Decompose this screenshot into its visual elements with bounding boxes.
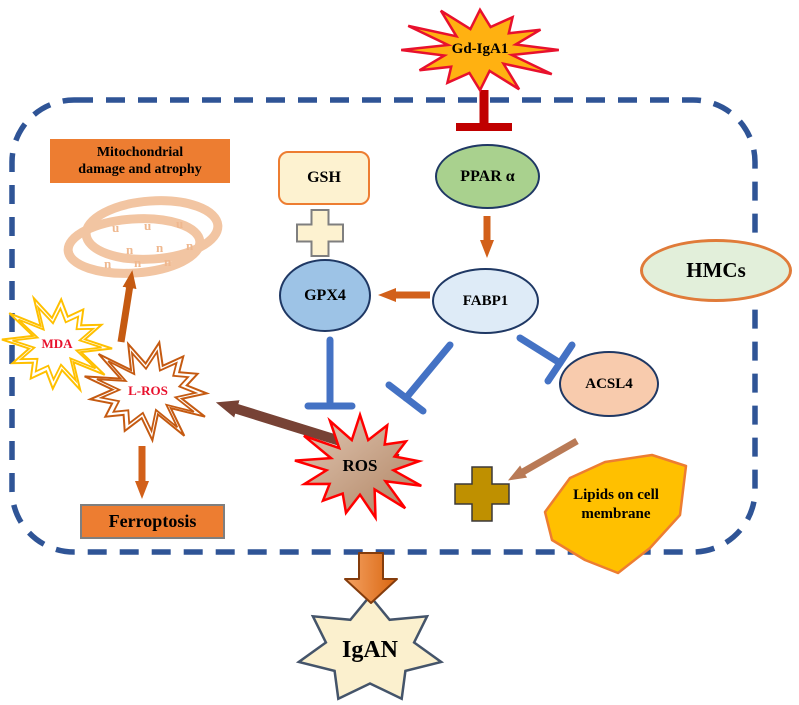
node-acsl4: ACSL4 xyxy=(559,351,659,417)
node-lros-inner-outline xyxy=(96,349,199,434)
node-ros-label: ROS xyxy=(342,456,378,476)
node-lipids-label-line1: Lipids on cell xyxy=(573,487,659,504)
node-gpx4-label: GPX4 xyxy=(304,286,346,304)
node-gdiga1-label: Gd-IgA1 xyxy=(451,40,509,57)
inhibit-gpx4-ros xyxy=(304,336,356,410)
inhibit-fabp1-acsl4 xyxy=(516,334,576,385)
node-gdiga1-shape xyxy=(401,7,559,93)
arrow-lros-to-mitochondria xyxy=(117,270,137,343)
inhibit-gdiga1-ppar xyxy=(456,90,512,131)
node-ppar-alpha: PPAR α xyxy=(435,144,540,209)
svg-text:u: u xyxy=(144,218,151,233)
svg-text:n: n xyxy=(186,238,194,253)
svg-text:n: n xyxy=(164,254,172,269)
cell-boundary xyxy=(9,97,758,555)
node-hmcs: HMCs xyxy=(640,239,792,302)
svg-text:n: n xyxy=(104,256,112,271)
svg-text:n: n xyxy=(156,240,164,255)
inhibit-fabp1-ros xyxy=(385,341,454,415)
plus-gsh-gpx4-icon xyxy=(296,209,344,257)
node-gsh: GSH xyxy=(278,151,370,205)
node-lipids-label-line2: membrane xyxy=(581,506,651,522)
node-ferroptosis-label: Ferroptosis xyxy=(108,511,197,532)
node-ppar-alpha-label: PPAR α xyxy=(460,167,515,185)
arrow-acsl4-to-plus xyxy=(507,437,579,481)
node-ros-shape xyxy=(294,410,424,522)
node-igan-shape xyxy=(295,594,445,701)
node-lipids-label: Lipids on cell membrane xyxy=(547,476,685,534)
node-gsh-label: GSH xyxy=(307,169,341,186)
node-mda-label: MDA xyxy=(41,335,73,351)
node-hmcs-label: HMCs xyxy=(686,258,746,283)
node-mito-damage-label-line1: Mitochondrial xyxy=(96,144,184,160)
node-ferroptosis: Ferroptosis xyxy=(80,504,225,539)
node-lros-label: L-ROS xyxy=(128,382,168,398)
node-fabp1: FABP1 xyxy=(432,268,539,334)
svg-text:u: u xyxy=(176,216,183,231)
node-gpx4: GPX4 xyxy=(279,259,371,332)
node-mda-shape xyxy=(1,294,113,394)
svg-text:u: u xyxy=(112,220,119,235)
node-fabp1-label: FABP1 xyxy=(462,292,509,309)
node-mito-damage-label-line2: damage and atrophy xyxy=(78,162,202,177)
svg-text:n: n xyxy=(126,242,134,257)
node-mda-inner-outline xyxy=(12,304,102,384)
node-acsl4-label: ACSL4 xyxy=(585,375,633,392)
node-mito-damage: Mitochondrial damage and atrophy xyxy=(50,139,230,183)
svg-text:n: n xyxy=(134,255,142,270)
node-igan-label: IgAN xyxy=(341,637,398,663)
node-lipids-shape xyxy=(543,453,688,575)
arrow-cell-to-igan xyxy=(344,552,398,604)
plus-acsl4-lipids-icon xyxy=(454,466,510,522)
